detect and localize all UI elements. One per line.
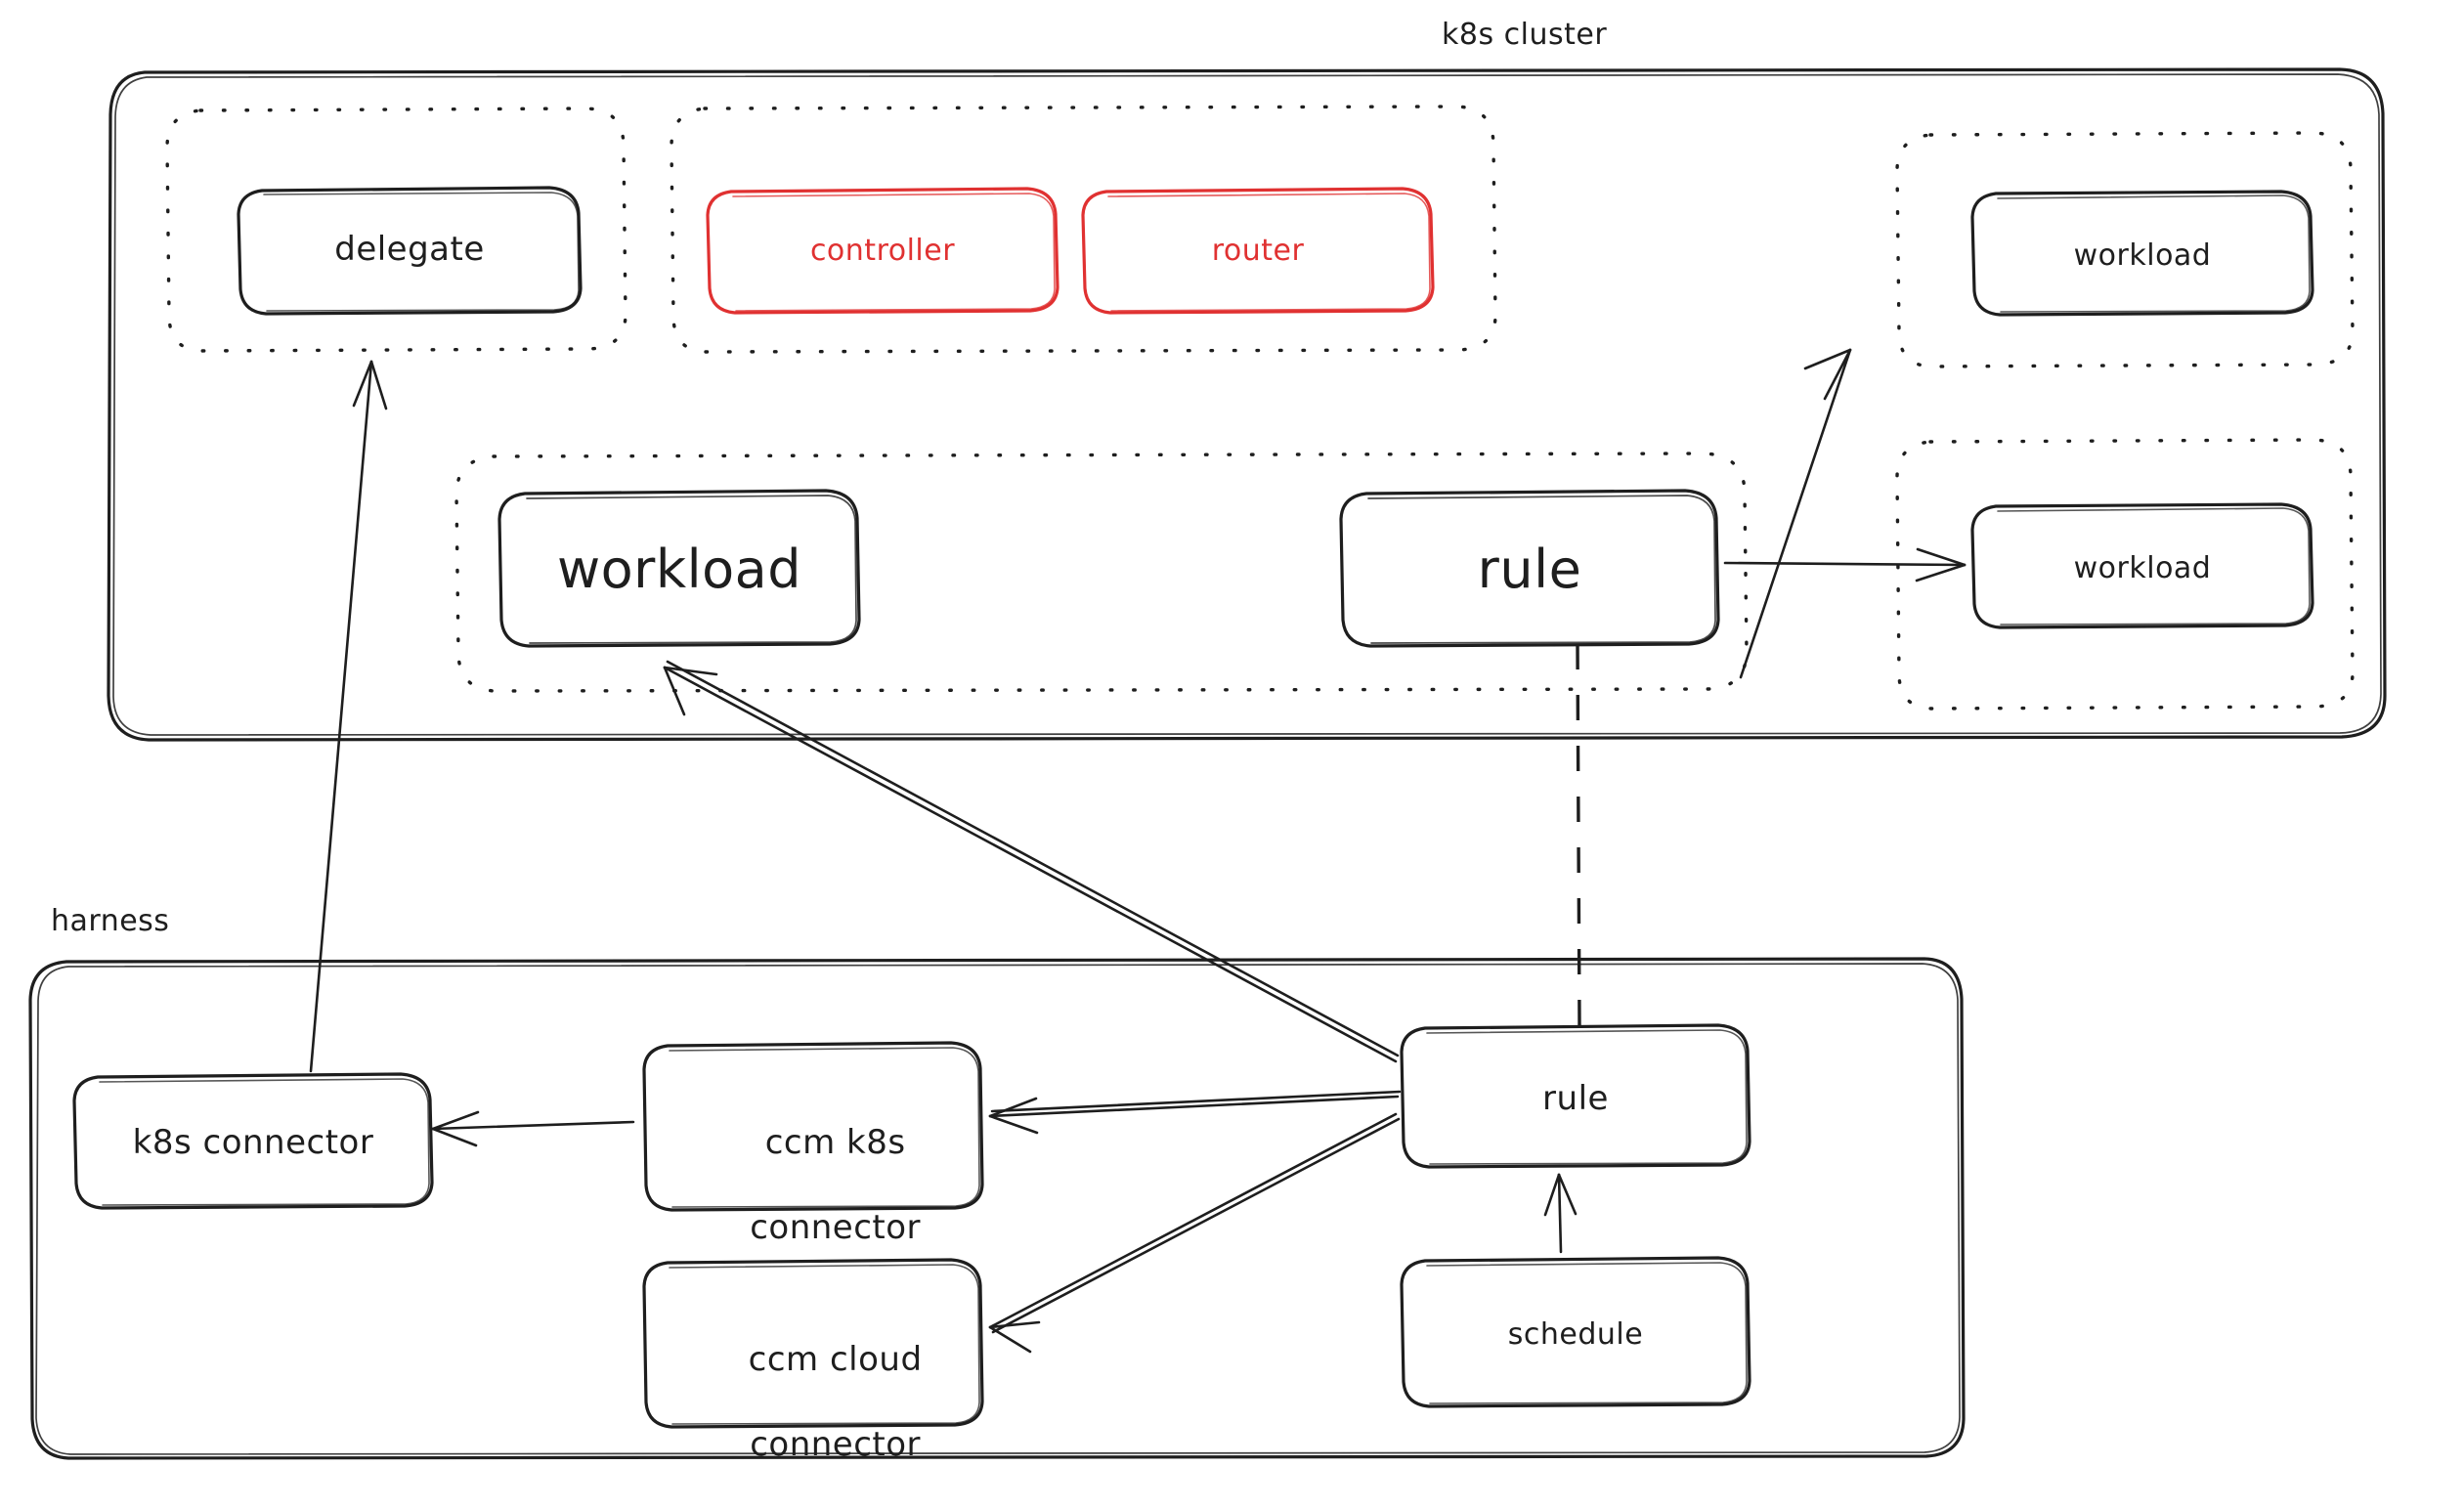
edge-rule-harness-to-ccm-cloud-connector <box>988 1112 1401 1354</box>
harness-container <box>28 957 1966 1460</box>
schedule-label: schedule <box>1507 1317 1644 1352</box>
rule-cluster-node-outline[interactable] <box>1339 489 1720 648</box>
edge-ccm-k8s-connector-to-k8s-connector <box>431 1110 635 1147</box>
workload-bottom-right-node-outline[interactable] <box>1970 502 2314 629</box>
router-node-outline[interactable] <box>1081 187 1435 315</box>
rule-harness-node-outline[interactable] <box>1400 1023 1751 1169</box>
k8s-cluster-title: k8s cluster <box>1442 18 1608 52</box>
diagram-vector-layer <box>28 67 2387 1460</box>
rule-workload-group-outline <box>454 452 1749 693</box>
delegate-node-outline[interactable] <box>237 186 583 316</box>
workload-top-right-label: workload <box>2073 238 2212 273</box>
edge-rule-harness-to-ccm-k8s-connector <box>988 1090 1402 1135</box>
ccm-k8s-connector-label: ccm k8s connector <box>644 1079 982 1292</box>
edge-k8s-connector-to-delegate <box>309 360 388 1073</box>
controller-label: controller <box>809 234 956 268</box>
diagram-canvas: k8s cluster harness delegate controller … <box>28 18 2387 1464</box>
delegate-label: delegate <box>334 230 485 269</box>
edge-rule-cluster-to-workload-top-right <box>1739 348 1852 679</box>
rule-cluster-label: rule <box>1477 539 1582 600</box>
ccm-k8s-connector-node-outline[interactable] <box>642 1041 984 1212</box>
ccm-cloud-connector-line1: ccm cloud <box>748 1339 923 1379</box>
ccm-k8s-connector-line1: ccm k8s <box>764 1122 906 1162</box>
k8s-cluster-container <box>107 67 2387 742</box>
workload-top-right-node-outline[interactable] <box>1970 190 2314 317</box>
harness-title: harness <box>51 904 170 938</box>
ccm-cloud-connector-line2: connector <box>750 1424 922 1464</box>
ccm-cloud-connector-label: ccm cloud connector <box>644 1296 982 1509</box>
edge-rule-cluster-to-rule-harness <box>1576 643 1581 1026</box>
controller-node-outline[interactable] <box>706 187 1059 315</box>
edge-rule-harness-to-workload-center <box>663 660 1400 1063</box>
rule-harness-label: rule <box>1542 1079 1609 1118</box>
ccm-k8s-connector-line2: connector <box>750 1207 922 1247</box>
workload-center-node-outline[interactable] <box>497 489 861 648</box>
workload-center-label: workload <box>556 539 802 600</box>
k8s-connector-label: k8s connector <box>132 1123 374 1162</box>
edge-rule-cluster-to-workload-bottom-right <box>1723 547 1967 582</box>
workload-bottom-right-label: workload <box>2073 551 2212 585</box>
ccm-cloud-connector-node-outline[interactable] <box>642 1258 984 1429</box>
k8s-connector-node-outline[interactable] <box>72 1072 434 1210</box>
router-label: router <box>1211 234 1305 268</box>
edge-schedule-to-rule-harness <box>1543 1173 1578 1254</box>
schedule-node-outline[interactable] <box>1400 1256 1751 1408</box>
